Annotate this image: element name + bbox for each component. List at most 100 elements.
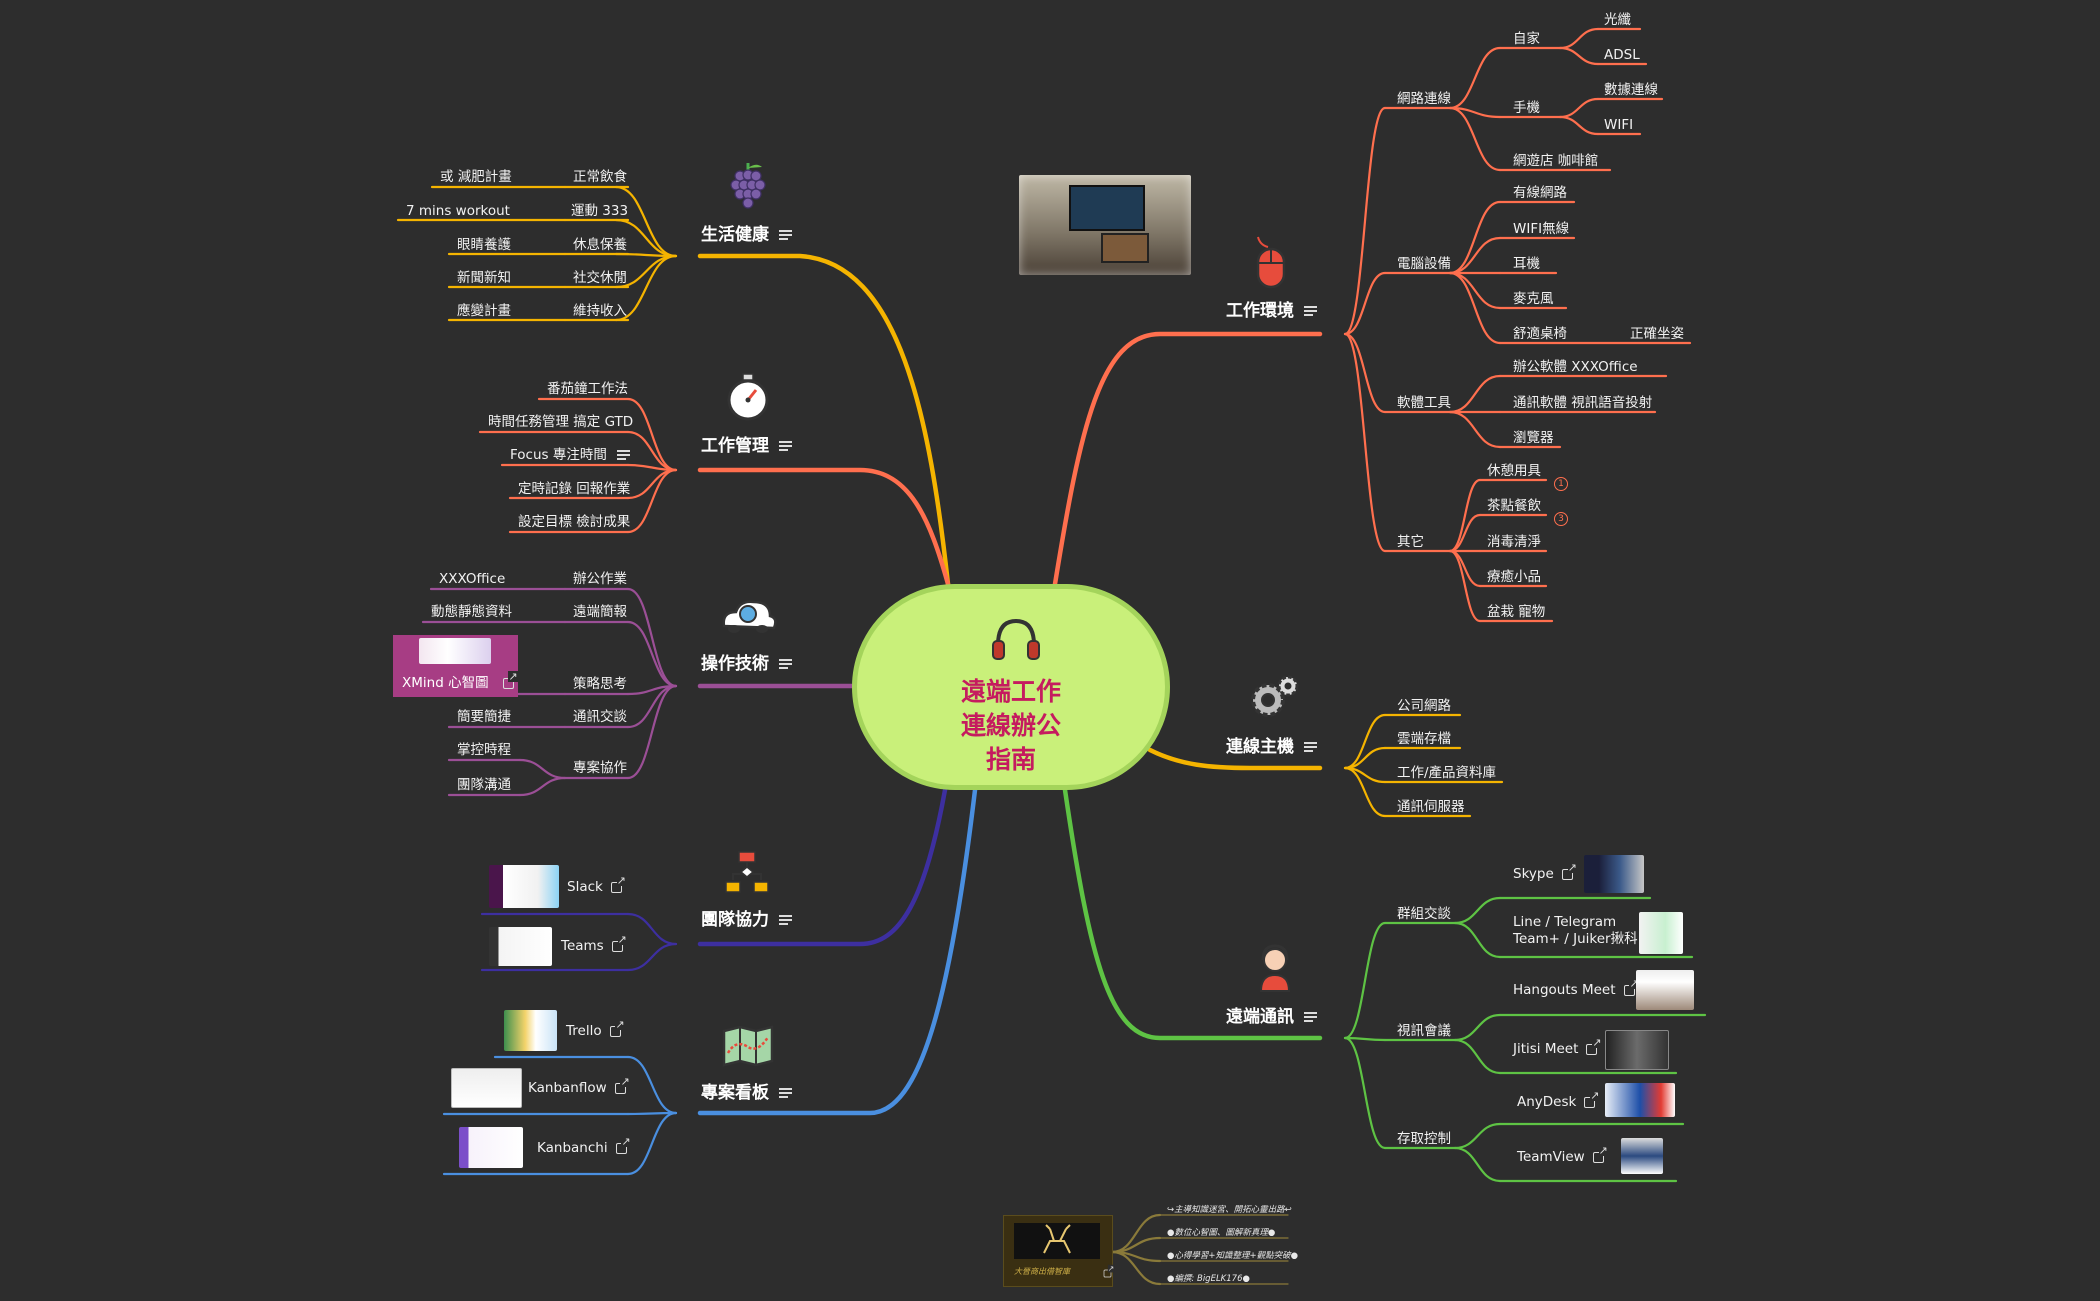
env-software[interactable]: 軟體工具 — [1397, 395, 1451, 411]
work-mgmt-item[interactable]: 定時記錄 回報作業 — [518, 481, 631, 497]
host-item[interactable]: 工作/產品資料庫 — [1397, 765, 1497, 781]
env-other-item[interactable]: 休憩用具 — [1487, 463, 1541, 479]
health-item[interactable]: 休息保養 — [573, 237, 627, 253]
external-link-icon[interactable] — [1561, 861, 1577, 880]
comm-item-jitsi[interactable]: Jitisi Meet — [1513, 1036, 1602, 1057]
health-sub[interactable]: 或 減肥計畫 — [440, 169, 512, 185]
external-link-icon[interactable] — [1623, 977, 1639, 996]
topic-host[interactable]: 連線主機 — [1226, 737, 1317, 757]
skills-item[interactable]: 辦公作業 — [573, 571, 627, 587]
skills-item[interactable]: 專案協作 — [573, 760, 627, 776]
comm-item-line[interactable]: Line / Telegram Team+ / Juiker揪科 — [1513, 914, 1638, 947]
external-link-icon[interactable] — [610, 874, 626, 893]
health-sub[interactable]: 新聞新知 — [457, 270, 511, 286]
topic-health[interactable]: 生活健康 — [701, 225, 792, 245]
note-icon[interactable] — [779, 659, 792, 669]
health-sub[interactable]: 應變計畫 — [457, 303, 511, 319]
note-icon[interactable] — [1304, 1012, 1317, 1022]
note-icon[interactable] — [1304, 742, 1317, 752]
comm-item-teamviewer[interactable]: TeamView — [1517, 1144, 1608, 1165]
external-link-icon[interactable] — [502, 670, 518, 689]
topic-communication[interactable]: 遠端通訊 — [1226, 1007, 1317, 1027]
topic-work-management[interactable]: 工作管理 — [701, 436, 792, 456]
kanban-item-kanbanchi[interactable]: Kanbanchi — [537, 1135, 631, 1156]
external-link-icon[interactable] — [611, 933, 627, 952]
health-sub[interactable]: 眼睛養護 — [457, 237, 511, 253]
env-other-item[interactable]: 盆栽 寵物 — [1487, 604, 1546, 620]
work-mgmt-item[interactable]: 時間任務管理 搞定 GTD — [488, 414, 634, 430]
skills-item[interactable]: 通訊交談 — [573, 709, 627, 725]
work-mgmt-item[interactable]: 設定目標 檢討成果 — [518, 514, 631, 530]
external-link-icon[interactable] — [1586, 1036, 1602, 1055]
skills-sub[interactable]: XXXOffice — [439, 571, 506, 587]
work-mgmt-item[interactable]: 番茄鐘工作法 — [547, 381, 628, 397]
env-device-item[interactable]: 耳機 — [1513, 256, 1540, 272]
env-network-mobile[interactable]: 手機 — [1513, 100, 1540, 116]
comm-video[interactable]: 視訊會議 — [1397, 1023, 1451, 1039]
env-other-item[interactable]: 療癒小品 — [1487, 569, 1541, 585]
comm-group[interactable]: 群組交談 — [1397, 906, 1451, 922]
topic-environment[interactable]: 工作環境 — [1226, 301, 1317, 321]
env-network-fiber[interactable]: 光纖 — [1604, 12, 1631, 28]
env-software-item[interactable]: 通訊軟體 視訊語音投射 — [1513, 395, 1653, 411]
env-software-item[interactable]: 辦公軟體 XXXOffice — [1513, 359, 1638, 375]
env-device-item[interactable]: 有線網路 — [1513, 185, 1567, 201]
env-devices[interactable]: 電腦設備 — [1397, 256, 1451, 272]
topic-skills[interactable]: 操作技術 — [701, 654, 792, 674]
skills-item[interactable]: 策略思考 — [573, 676, 627, 692]
count-badge[interactable]: 3 — [1554, 512, 1568, 526]
env-network-adsl[interactable]: ADSL — [1604, 47, 1640, 63]
comm-item-hangouts[interactable]: Hangouts Meet — [1513, 977, 1639, 998]
env-other-item[interactable]: 消毒清淨 — [1487, 534, 1541, 550]
health-item[interactable]: 正常飲食 — [573, 169, 627, 185]
env-device-item[interactable]: 舒適桌椅 — [1513, 326, 1567, 342]
external-link-icon[interactable] — [1584, 1089, 1600, 1108]
work-mgmt-item-focus[interactable]: Focus 專注時間 — [510, 447, 630, 463]
comm-item-anydesk[interactable]: AnyDesk — [1517, 1089, 1600, 1110]
kanban-item-trello[interactable]: Trello — [566, 1018, 625, 1039]
team-item-teams[interactable]: Teams — [561, 933, 627, 954]
comm-access[interactable]: 存取控制 — [1397, 1131, 1451, 1147]
topic-team[interactable]: 團隊協力 — [701, 910, 792, 930]
skills-item[interactable]: 遠端簡報 — [573, 604, 627, 620]
note-icon[interactable] — [1304, 306, 1317, 316]
central-topic[interactable]: 遠端工作 連線辦公 指南 — [852, 584, 1170, 790]
external-link-icon[interactable] — [615, 1135, 631, 1154]
env-device-item[interactable]: 麥克風 — [1513, 291, 1554, 307]
host-item[interactable]: 通訊伺服器 — [1397, 799, 1465, 815]
env-network-wifi[interactable]: WIFI — [1604, 117, 1634, 133]
external-link-icon[interactable] — [614, 1075, 630, 1094]
skills-sub[interactable]: 簡要簡捷 — [457, 709, 511, 725]
note-icon[interactable] — [616, 450, 630, 460]
env-device-chair-sub[interactable]: 正確坐姿 — [1630, 326, 1684, 342]
env-network-cafe[interactable]: 網遊店 咖啡館 — [1513, 153, 1599, 169]
xmind-link-card[interactable]: XMind 心智圖 — [393, 635, 518, 697]
env-software-item[interactable]: 瀏覽器 — [1513, 430, 1554, 446]
env-other-item[interactable]: 茶點餐飲 — [1487, 498, 1541, 514]
health-item[interactable]: 社交休閒 — [573, 270, 627, 286]
host-item[interactable]: 公司網路 — [1397, 698, 1451, 714]
count-badge[interactable]: 1 — [1554, 477, 1568, 491]
health-sub[interactable]: 7 mins workout — [406, 203, 510, 219]
env-device-item[interactable]: WIFI無線 — [1513, 221, 1570, 237]
xmind-link-label[interactable]: XMind 心智圖 — [402, 670, 518, 691]
note-icon[interactable] — [779, 1088, 792, 1098]
comm-item-skype[interactable]: Skype — [1513, 861, 1577, 882]
health-item[interactable]: 運動 333 — [571, 203, 629, 219]
footer-brand-card[interactable]: 大晉商出借智庫 — [1003, 1215, 1115, 1287]
note-icon[interactable] — [779, 441, 792, 451]
skills-sub[interactable]: 團隊溝通 — [457, 777, 511, 793]
env-network-data[interactable]: 數據連線 — [1604, 82, 1658, 98]
external-link-icon[interactable] — [609, 1018, 625, 1037]
host-item[interactable]: 雲端存檔 — [1397, 731, 1451, 747]
skills-sub[interactable]: 動態靜態資料 — [431, 604, 512, 620]
env-other[interactable]: 其它 — [1397, 534, 1424, 550]
health-item[interactable]: 維持收入 — [573, 303, 627, 319]
note-icon[interactable] — [779, 915, 792, 925]
team-item-slack[interactable]: Slack — [567, 874, 626, 895]
kanban-item-kanbanflow[interactable]: Kanbanflow — [528, 1075, 630, 1096]
env-network-home[interactable]: 自家 — [1513, 31, 1540, 47]
env-network[interactable]: 網路連線 — [1397, 91, 1451, 107]
topic-kanban[interactable]: 專案看板 — [701, 1083, 792, 1103]
external-link-icon[interactable] — [1592, 1144, 1608, 1163]
